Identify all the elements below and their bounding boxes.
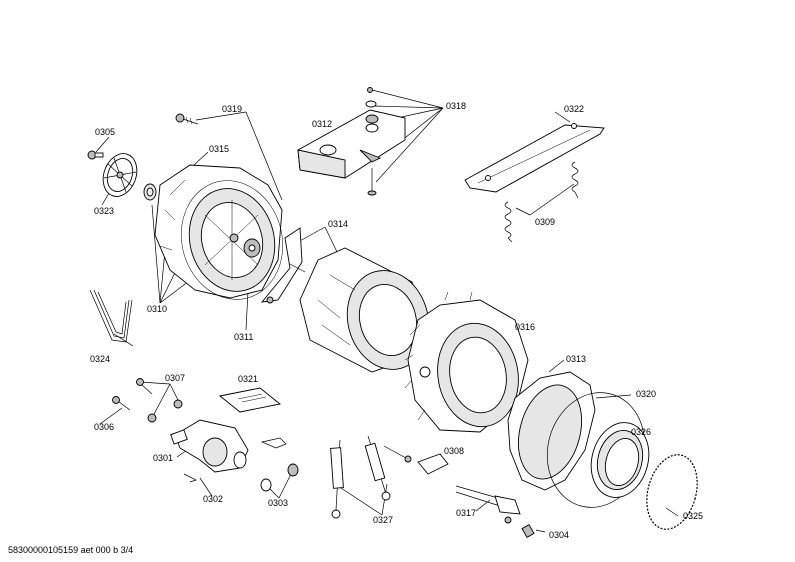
damper-0327-right (364, 435, 391, 501)
drain-pump-0301 (170, 419, 249, 473)
label-0315: 0315 (209, 144, 229, 154)
screw-0307 (147, 399, 183, 423)
clamp-0325 (646, 454, 698, 530)
label-0302: 0302 (203, 494, 223, 504)
label-0318: 0318 (446, 101, 466, 111)
screw-0306 (112, 378, 153, 411)
front-ring-0313 (507, 371, 596, 491)
screws-0318 (365, 87, 379, 196)
counterweight-0312 (297, 109, 406, 179)
spring-0309-right (571, 161, 579, 199)
label-0322: 0322 (564, 104, 584, 114)
label-0305: 0305 (95, 127, 115, 137)
rear-tub-0315 (154, 164, 283, 300)
label-0309: 0309 (535, 217, 555, 227)
sensor-0304 (521, 524, 535, 538)
label-0317: 0317 (456, 508, 476, 518)
label-0311: 0311 (234, 332, 253, 342)
document-0321 (218, 387, 282, 413)
grommets-0303 (260, 463, 299, 492)
bolt-0319 (175, 113, 199, 125)
bracket-0322 (464, 123, 605, 193)
label-0310: 0310 (147, 304, 167, 314)
label-0307: 0307 (165, 373, 185, 383)
label-0326: 0326 (631, 427, 651, 437)
front-tub-0316 (404, 291, 529, 433)
damper-0327-left (330, 439, 344, 519)
drum-0314 (299, 247, 430, 373)
label-0301: 0301 (153, 453, 173, 463)
bolt-0305 (87, 150, 104, 160)
label-0313: 0313 (566, 354, 586, 364)
part-labels: 0319 0318 0305 0312 0322 0315 0323 0309 … (90, 101, 703, 540)
belt-0324 (89, 289, 133, 343)
label-0321: 0321 (238, 374, 258, 384)
label-0306: 0306 (94, 422, 114, 432)
spring-0309-left (504, 201, 513, 243)
label-0304: 0304 (549, 530, 569, 540)
document-footer: 58300000105159 aet 000 b 3/4 (8, 545, 133, 555)
bearing-ring (143, 183, 157, 201)
label-0312: 0312 (312, 119, 332, 129)
label-0319: 0319 (222, 104, 242, 114)
pin-screw (383, 445, 412, 463)
door-gasket-0326 (590, 422, 650, 498)
label-0308: 0308 (444, 446, 464, 456)
label-0320: 0320 (636, 389, 656, 399)
sensor-0308 (417, 453, 449, 475)
hose-clip (260, 437, 287, 449)
label-0316: 0316 (515, 322, 535, 332)
drum-shaft-spider (260, 227, 306, 304)
label-0314: 0314 (328, 219, 348, 229)
pulley-0323 (102, 153, 138, 197)
label-0327: 0327 (373, 515, 393, 525)
heater-0317 (455, 485, 521, 524)
label-0303: 0303 (268, 498, 288, 508)
label-0324: 0324 (90, 354, 110, 364)
clip-0302 (183, 473, 197, 483)
label-0325: 0325 (683, 511, 703, 521)
label-0323: 0323 (94, 206, 114, 216)
